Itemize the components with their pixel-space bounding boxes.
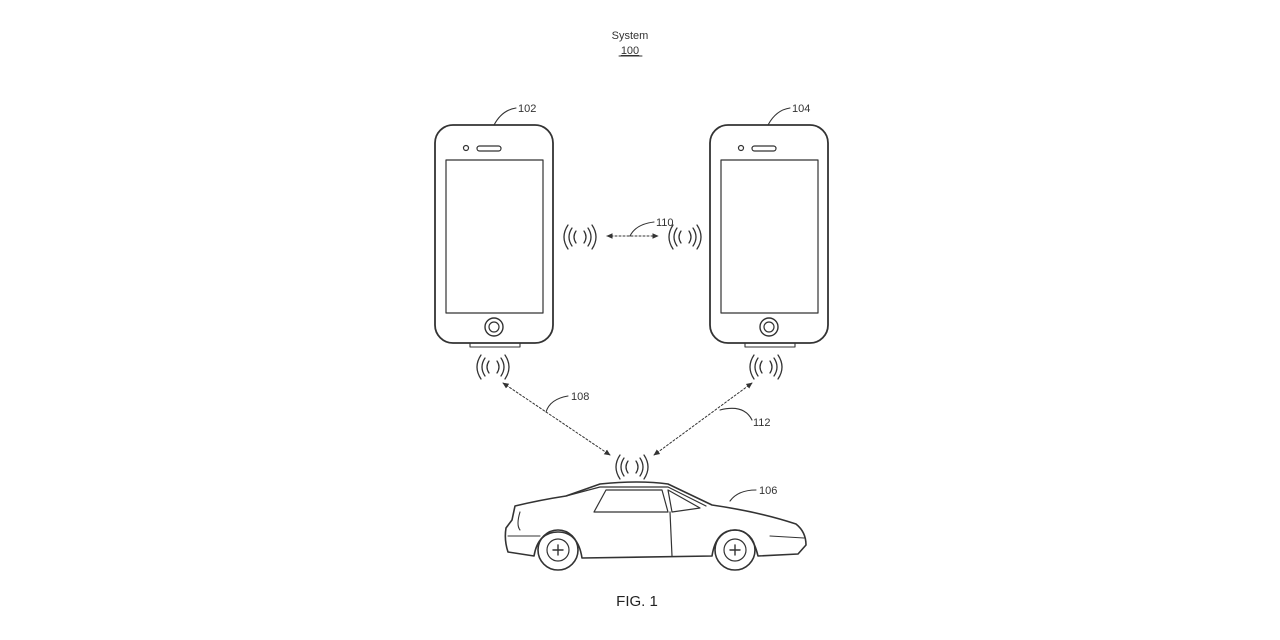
vehicle — [504, 481, 807, 571]
phone-to-vehicle-right-ref: 112 — [753, 417, 771, 429]
second-phone — [709, 124, 829, 348]
first-phone-leader — [493, 107, 517, 126]
second-phone-side-wireless-icon — [668, 224, 702, 250]
system-title: System — [612, 30, 649, 42]
vehicle-leader — [729, 489, 757, 502]
first-phone-side-wireless-icon — [563, 224, 597, 250]
first-phone-bottom-wireless-icon — [476, 354, 510, 380]
figure-caption: FIG. 1 — [616, 593, 658, 610]
first-phone — [434, 124, 554, 348]
phone-to-vehicle-left-link — [502, 382, 611, 456]
phone-to-vehicle-left-ref: 108 — [571, 391, 589, 403]
second-phone-leader — [767, 107, 791, 126]
phone-to-vehicle-right-link — [653, 382, 753, 456]
second-phone-bottom-wireless-icon — [749, 354, 783, 380]
first-phone-ref: 102 — [518, 103, 536, 115]
vehicle-wireless-icon — [615, 454, 649, 480]
phone-to-phone-ref: 110 — [656, 217, 674, 229]
system-number: 100 — [621, 45, 639, 57]
second-phone-ref: 104 — [792, 103, 810, 115]
vehicle-ref: 106 — [759, 485, 777, 497]
